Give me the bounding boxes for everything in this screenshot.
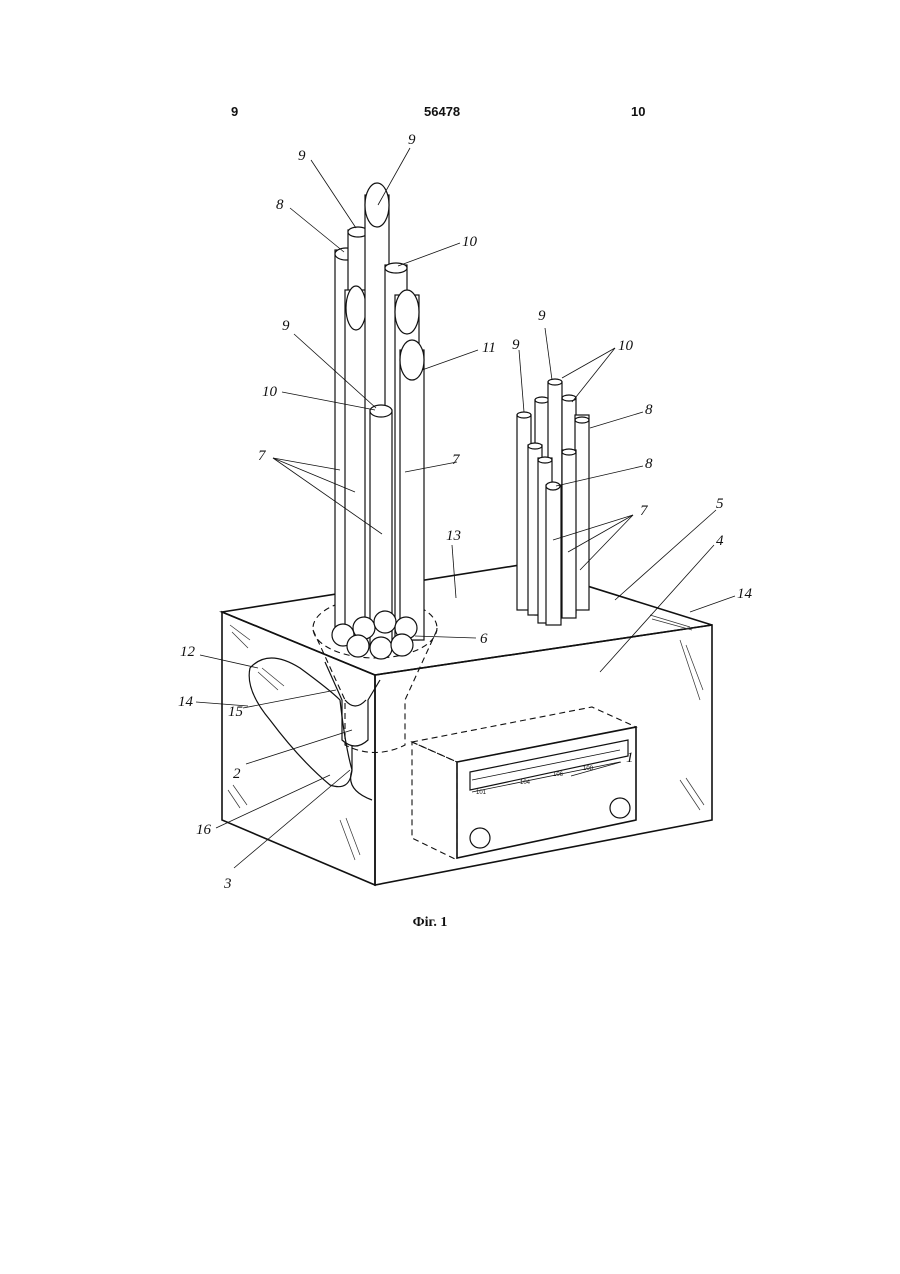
callout-15: 15 <box>228 704 244 720</box>
callout-9-left-c: 9 <box>282 318 290 334</box>
callout-labels: 1 2 3 4 5 6 7 7 7 8 8 8 9 9 9 9 9 10 10 … <box>178 132 753 892</box>
radio-receiver: 101 104 106 108 <box>412 707 636 860</box>
callout-8-left: 8 <box>276 197 284 213</box>
tuning-knob-left[interactable] <box>470 828 490 848</box>
callout-14-right: 14 <box>737 586 753 602</box>
callout-8-right-a: 8 <box>645 402 653 418</box>
callout-16: 16 <box>196 822 212 838</box>
callout-4: 4 <box>716 533 724 549</box>
callout-12: 12 <box>180 644 196 660</box>
callout-8-right-b: 8 <box>645 456 653 472</box>
callout-6: 6 <box>480 631 488 647</box>
callout-14-left: 14 <box>178 694 194 710</box>
callout-10-left-a: 10 <box>462 234 478 250</box>
callout-3: 3 <box>223 876 232 892</box>
scale-label-106: 106 <box>553 772 564 778</box>
callout-10-right: 10 <box>618 338 634 354</box>
tuning-knob-right[interactable] <box>610 798 630 818</box>
callout-9-left-b: 9 <box>408 132 416 148</box>
cutaway-window <box>249 658 352 787</box>
figure-caption: Фіг. 1 <box>0 915 860 931</box>
tube-bundle-right <box>517 379 589 625</box>
callout-7-middle: 7 <box>452 452 461 468</box>
callout-13: 13 <box>446 528 461 544</box>
callout-9-right-b: 9 <box>512 337 520 353</box>
patent-figure: 101 104 106 108 <box>0 0 900 910</box>
callout-1: 1 <box>626 750 634 766</box>
callout-10-left-b: 10 <box>262 384 278 400</box>
callout-9-right-a: 9 <box>538 308 546 324</box>
callout-2: 2 <box>233 766 241 782</box>
scale-label-104: 104 <box>520 780 531 786</box>
callout-5: 5 <box>716 496 724 512</box>
callout-11: 11 <box>482 340 496 356</box>
cabinet-box <box>222 565 712 885</box>
callout-7-right: 7 <box>640 503 649 519</box>
callout-9-left-a: 9 <box>298 148 306 164</box>
tube-bundle-left <box>332 183 424 659</box>
callout-7-left: 7 <box>258 448 267 464</box>
scale-label-101: 101 <box>476 790 487 796</box>
